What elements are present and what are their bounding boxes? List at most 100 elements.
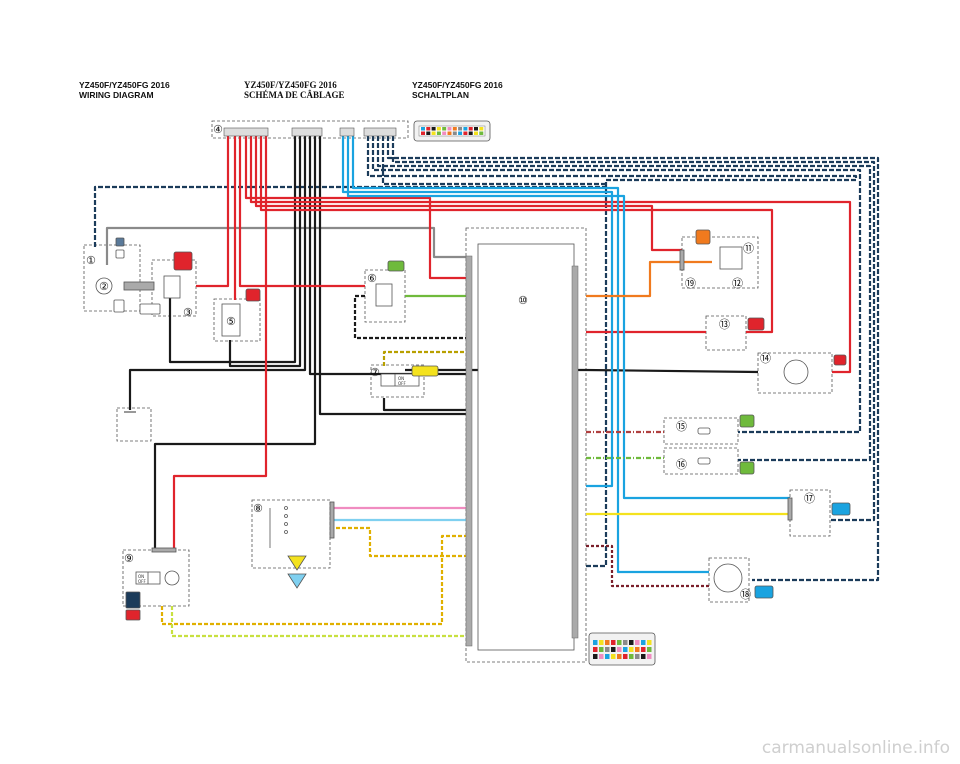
callout-5: ⑤ bbox=[226, 315, 236, 328]
callout-12: ⑫ bbox=[732, 277, 743, 290]
ecu-pin bbox=[611, 640, 616, 645]
ecu-pin bbox=[605, 654, 610, 659]
diagnostic-connector bbox=[413, 120, 491, 142]
component-relay bbox=[679, 229, 743, 271]
component-sensors-15-16 bbox=[697, 414, 755, 475]
callout-13: ⑬ bbox=[719, 318, 730, 331]
connector-pin bbox=[463, 127, 468, 131]
ecu-pin bbox=[593, 654, 598, 659]
connector-pin bbox=[431, 131, 436, 135]
connector-pin bbox=[468, 131, 473, 135]
connector-pin bbox=[474, 127, 478, 131]
wires bbox=[93, 136, 880, 638]
callout-9: ⑨ bbox=[124, 552, 134, 565]
title-french-name: SCHÉMA DE CÂBLAGE bbox=[244, 90, 345, 100]
callout-7: ⑦ bbox=[370, 366, 380, 379]
connector-pin bbox=[442, 127, 447, 131]
callout-16: ⑯ bbox=[676, 458, 687, 471]
ecu-pin bbox=[611, 654, 616, 659]
callout-8: ⑧ bbox=[253, 502, 263, 515]
connector-pin bbox=[431, 127, 436, 131]
component-crank-sensor bbox=[95, 237, 155, 313]
connector-pin bbox=[479, 131, 484, 135]
switch9-off: OFF bbox=[138, 579, 146, 584]
title-german: YZ450F/YZ450FG 2016 SCHALTPLAN bbox=[412, 80, 503, 100]
callout-4: ④ bbox=[213, 123, 223, 136]
callout-3: ③ bbox=[183, 306, 193, 319]
ecu-pin bbox=[641, 640, 646, 645]
connector-pin bbox=[421, 127, 425, 131]
callout-11: ⑪ bbox=[743, 242, 754, 255]
ecu-pin bbox=[635, 647, 640, 652]
connector-pin bbox=[458, 131, 463, 135]
component-throttle-sensor bbox=[139, 251, 193, 315]
connector-pin bbox=[436, 131, 441, 135]
callout-17: ⑰ bbox=[804, 492, 815, 505]
callouts: ① ② ③ ④ ⑤ ⑥ ⑦ ⑧ ⑨ ⑩ ⑪ ⑫ ⑬ ⑭ ⑮ ⑯ ⑰ ⑱ ⑲ bbox=[86, 123, 815, 601]
switch-labels: ON OFF ON OFF bbox=[138, 376, 406, 584]
ecu-pin bbox=[599, 654, 604, 659]
switch7-on: ON bbox=[398, 376, 404, 381]
ecu-pin bbox=[605, 640, 610, 645]
title-german-model: YZ450F/YZ450FG 2016 bbox=[412, 80, 503, 90]
component-coil bbox=[221, 288, 261, 337]
ecu-pin bbox=[629, 647, 634, 652]
ecu-connector bbox=[588, 632, 656, 666]
component-ignition-switch bbox=[125, 547, 180, 621]
connector-pin bbox=[479, 127, 484, 131]
main-harness-connector bbox=[223, 127, 397, 137]
title-english: YZ450F/YZ450FG 2016 WIRING DIAGRAM bbox=[79, 80, 170, 100]
ecu-pin bbox=[623, 647, 628, 652]
callout-2: ② bbox=[99, 280, 109, 293]
component-injector bbox=[375, 260, 405, 307]
connector-pin bbox=[458, 127, 463, 131]
connector-pin bbox=[421, 131, 425, 135]
callout-14: ⑭ bbox=[760, 352, 771, 365]
connector-pin bbox=[442, 131, 447, 135]
title-french-model: YZ450F/YZ450FG 2016 bbox=[244, 80, 337, 90]
callout-10: ⑩ bbox=[518, 294, 528, 307]
ecu-pin bbox=[605, 647, 610, 652]
ecu-pin bbox=[647, 654, 652, 659]
connector-pin bbox=[468, 127, 473, 131]
ecu-pin bbox=[599, 647, 604, 652]
callout-1: ① bbox=[86, 254, 96, 267]
ecu-pin bbox=[647, 640, 652, 645]
ecu-pin bbox=[635, 640, 640, 645]
ecu-pin bbox=[617, 640, 622, 645]
connector-pin bbox=[426, 131, 431, 135]
callout-15: ⑮ bbox=[676, 420, 687, 433]
ecu-pin bbox=[623, 640, 628, 645]
ecu-pin bbox=[629, 640, 634, 645]
connector-pin bbox=[463, 131, 468, 135]
ecu-pin bbox=[635, 654, 640, 659]
ecu-pin bbox=[617, 647, 622, 652]
component-map-switch bbox=[380, 365, 439, 387]
ecu-pin bbox=[629, 654, 634, 659]
ecu-pin bbox=[647, 647, 652, 652]
switch7-off: OFF bbox=[398, 381, 406, 386]
ecu-pin bbox=[593, 647, 598, 652]
connector-pin bbox=[474, 131, 478, 135]
ecu-pin bbox=[617, 654, 622, 659]
watermark-text: carmanualsonline.info bbox=[761, 738, 950, 758]
ecu-pin bbox=[593, 640, 598, 645]
callout-6: ⑥ bbox=[367, 272, 377, 285]
title-english-name: WIRING DIAGRAM bbox=[79, 90, 154, 100]
title-english-model: YZ450F/YZ450FG 2016 bbox=[79, 80, 170, 90]
title-french: YZ450F/YZ450FG 2016 SCHÉMA DE CÂBLAGE bbox=[244, 80, 345, 100]
ecu-pin bbox=[599, 640, 604, 645]
connector-pin bbox=[436, 127, 441, 131]
ecu-pin bbox=[641, 654, 646, 659]
callout-18: ⑱ bbox=[740, 588, 751, 601]
component-pump bbox=[783, 354, 847, 385]
switch9-on: ON bbox=[138, 574, 144, 579]
ecu-pin bbox=[641, 647, 646, 652]
title-german-name: SCHALTPLAN bbox=[412, 90, 469, 100]
connector-pin bbox=[447, 127, 452, 131]
component-fuel-pump bbox=[713, 563, 774, 599]
connector-pin bbox=[447, 131, 452, 135]
ecu-pin bbox=[623, 654, 628, 659]
